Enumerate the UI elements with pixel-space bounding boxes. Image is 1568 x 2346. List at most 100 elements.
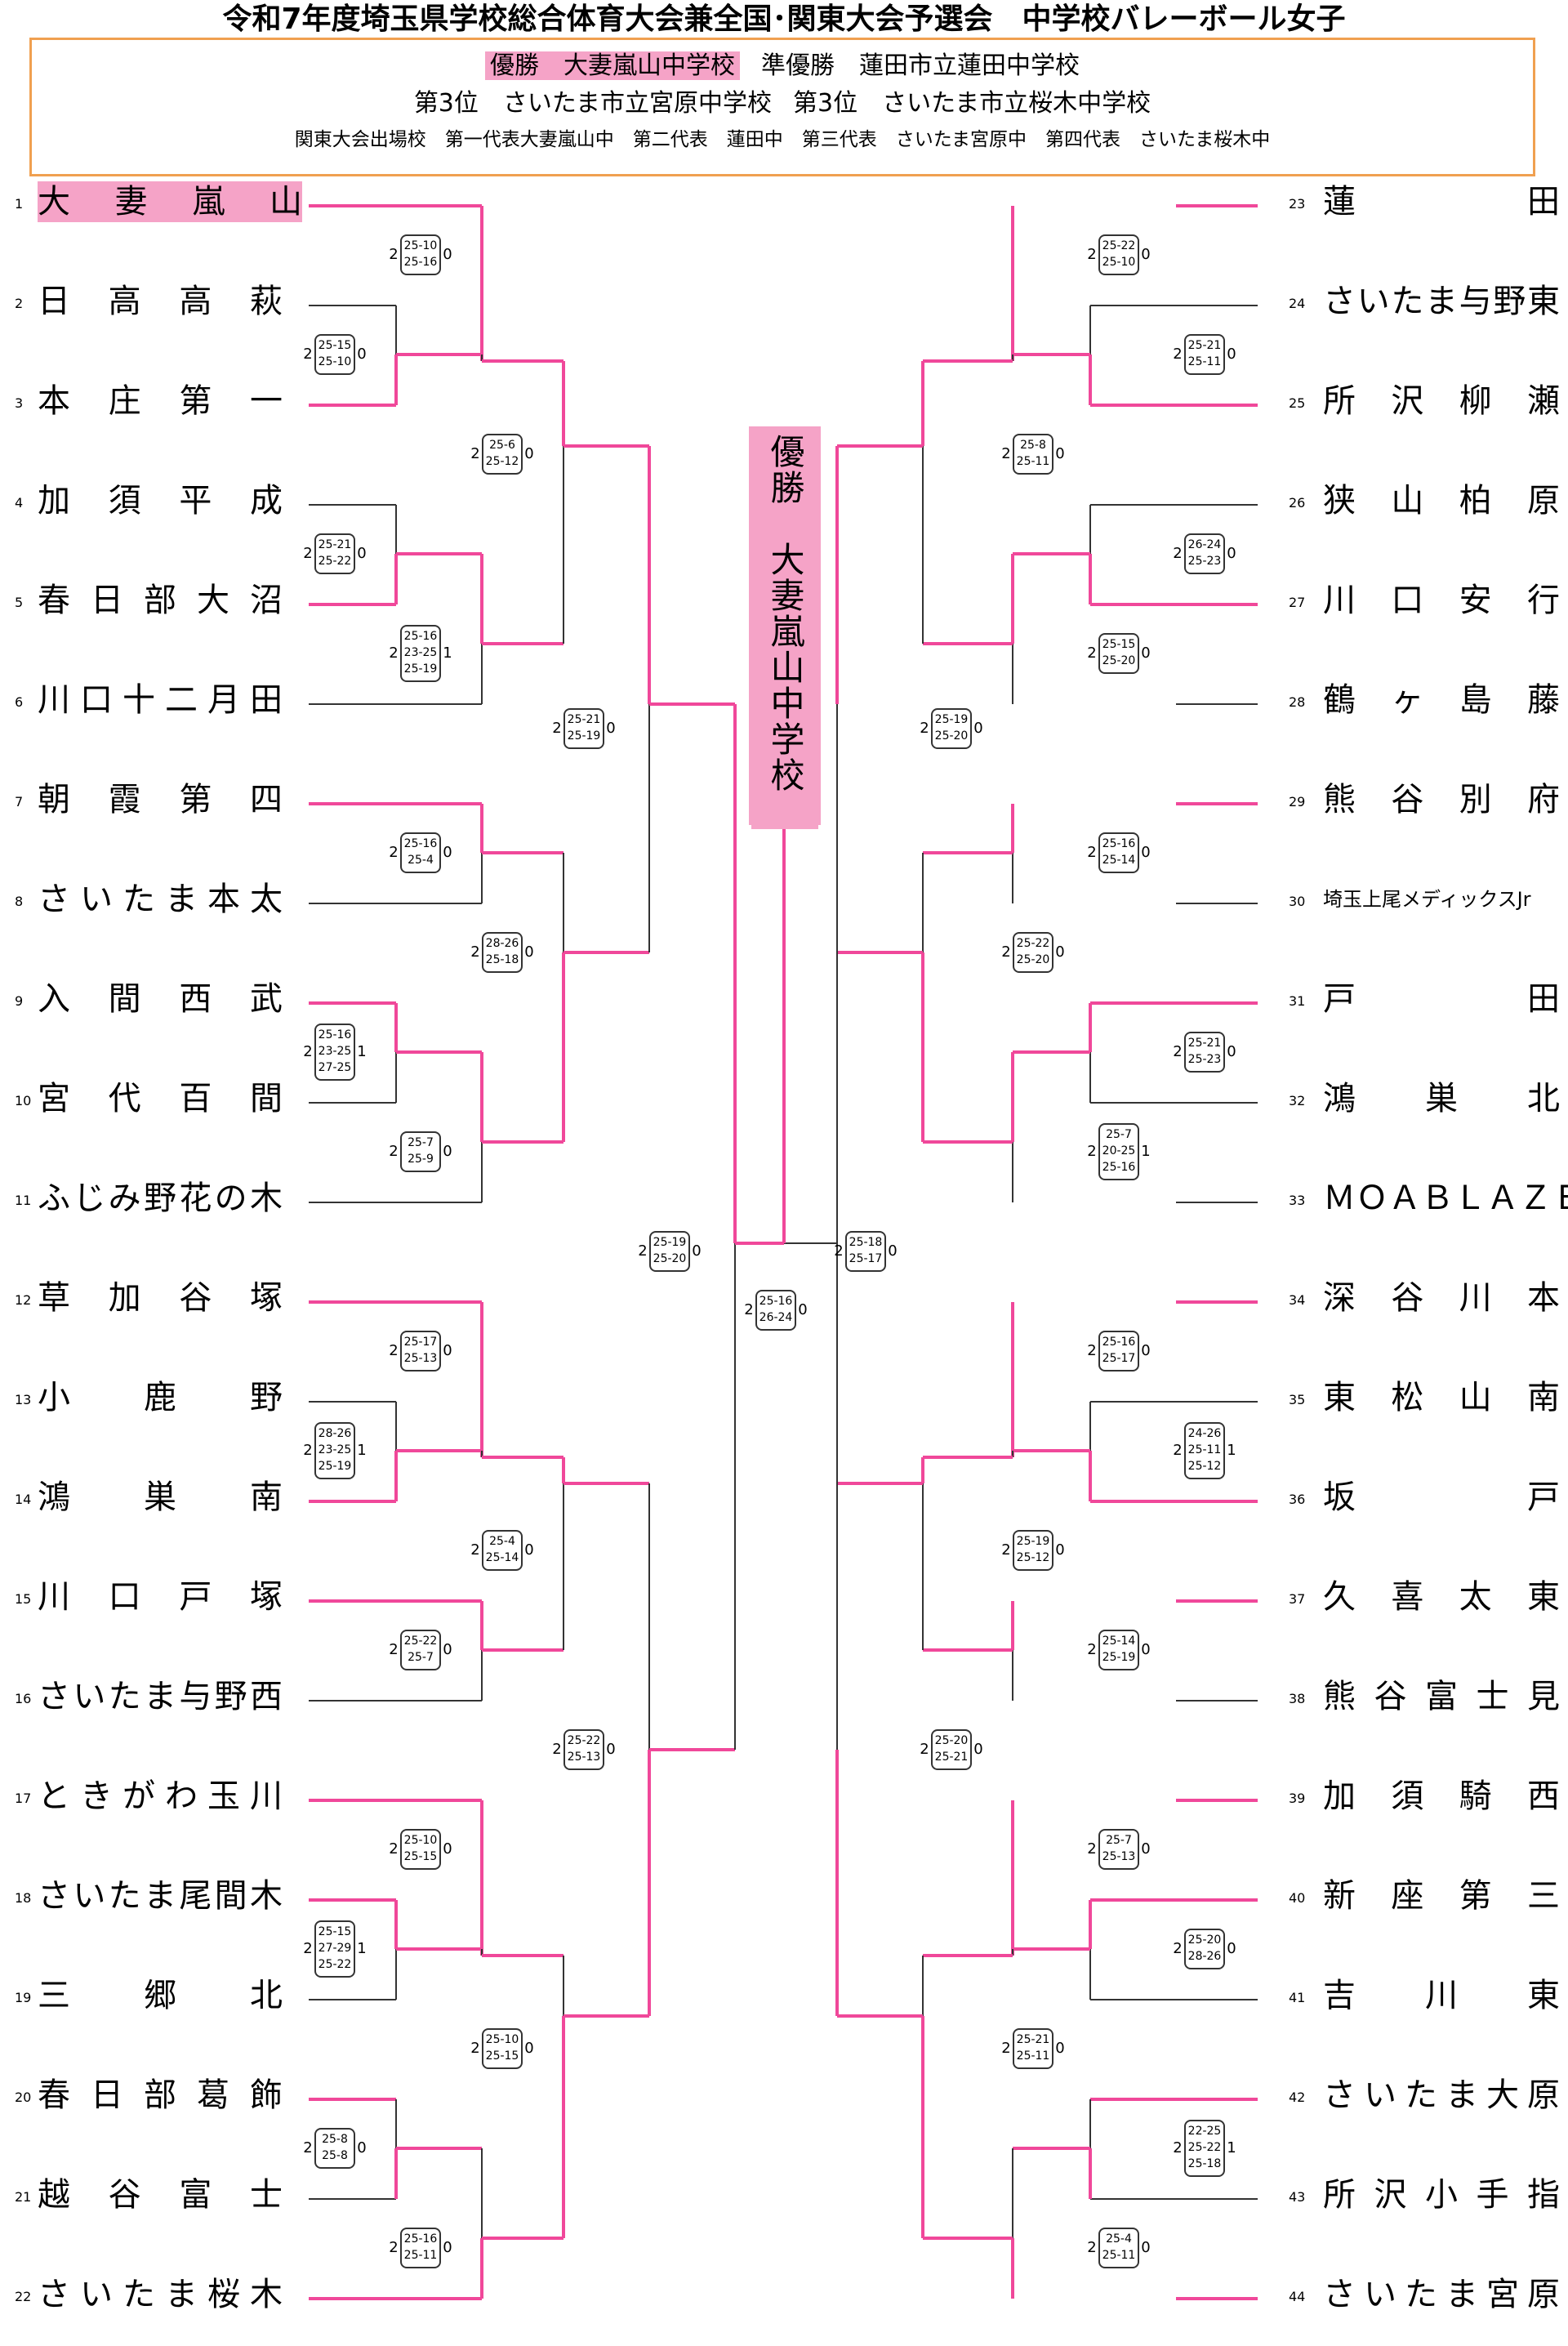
- team-name: 川口十二月田: [38, 681, 283, 719]
- team-name: 朝霞第四: [38, 781, 283, 818]
- set-score: 25-10: [318, 355, 352, 368]
- set-score: 25-7: [408, 1136, 434, 1149]
- set-score: 25-19: [318, 1460, 352, 1473]
- sets-won-right: 0: [443, 844, 452, 861]
- sets-won-left: 2: [638, 1242, 648, 1260]
- set-score: 25-16: [318, 1028, 352, 1041]
- set-score: 25-20: [1187, 1933, 1222, 1947]
- sets-won-right: 0: [524, 2040, 534, 2057]
- sets-won-right: 0: [443, 1342, 452, 1359]
- team-name: さいたま本太: [38, 881, 283, 918]
- results-summary-box: 優勝 大妻嵐山中学校準優勝 蓮田市立蓮田中学校 第3位 さいたま市立宮原中学校第…: [29, 38, 1535, 176]
- third-place-a: 第3位 さいたま市立宮原中学校: [413, 89, 772, 118]
- team-name: 蓮田: [1323, 183, 1560, 221]
- team-number: 38: [1289, 1691, 1306, 1706]
- set-score: 25-6: [489, 439, 515, 452]
- set-score: 25-21: [318, 538, 352, 551]
- score-box: 25-7 25-13: [1098, 1829, 1139, 1870]
- set-score: 25-21: [1187, 339, 1222, 352]
- team-number: 34: [1289, 1292, 1306, 1308]
- sets-won-left: 2: [389, 1840, 399, 1858]
- team-number: 20: [15, 2090, 32, 2105]
- sets-won-left: 2: [1087, 246, 1097, 263]
- team-number: 33: [1289, 1193, 1306, 1208]
- set-score: 25-23: [1187, 1053, 1222, 1066]
- team-number: 1: [15, 196, 24, 212]
- team-number: 24: [1289, 296, 1306, 311]
- team-name: 草加谷塚: [38, 1279, 283, 1317]
- sets-won-left: 2: [1001, 2040, 1011, 2057]
- team-number: 26: [1289, 495, 1306, 511]
- sets-won-left: 2: [389, 844, 399, 861]
- champion-label: 優勝 大妻嵐山中学校: [765, 434, 805, 793]
- sets-won-left: 2: [1087, 644, 1097, 662]
- sets-won-left: 2: [1001, 445, 1011, 462]
- team-number: 4: [15, 495, 24, 511]
- team-name: 熊谷富士見: [1323, 1678, 1560, 1715]
- team-name: 熊谷別府: [1323, 781, 1560, 818]
- set-score: 25-16: [1102, 1336, 1136, 1349]
- set-score: 25-20: [1016, 953, 1050, 966]
- sets-won-right: 1: [357, 1940, 367, 1957]
- sets-won-left: 2: [303, 1940, 313, 1957]
- sets-won-left: 2: [552, 720, 562, 737]
- team-number: 13: [15, 1392, 32, 1407]
- set-score: 25-11: [1102, 2249, 1136, 2262]
- team-name: 埼玉上尾メディックスJr: [1323, 888, 1531, 911]
- sets-won-right: 0: [1227, 545, 1236, 562]
- team-name: 鴻巣北: [1323, 1080, 1560, 1117]
- team-number: 9: [15, 993, 24, 1009]
- set-score: 25-15: [318, 1925, 352, 1938]
- team-number: 12: [15, 1292, 32, 1308]
- set-score: 25-16: [1102, 837, 1136, 850]
- sets-won-right: 0: [606, 720, 616, 737]
- set-score: 25-21: [934, 1751, 969, 1764]
- sets-won-right: 0: [1141, 246, 1151, 263]
- set-score: 24-26: [1187, 1427, 1222, 1440]
- sets-won-right: 1: [357, 1442, 367, 1459]
- set-score: 25-7: [1106, 1834, 1132, 1847]
- team-number: 39: [1289, 1791, 1306, 1806]
- set-score: 25-16: [403, 837, 438, 850]
- set-score: 25-20: [653, 1252, 687, 1265]
- team-name: ときがわ玉川: [38, 1777, 283, 1815]
- sets-won-left: 2: [1001, 1541, 1011, 1559]
- team-number: 7: [15, 794, 24, 810]
- team-name: 大妻嵐山: [38, 181, 302, 222]
- sets-won-right: 0: [443, 246, 452, 263]
- sets-won-right: 0: [1055, 943, 1065, 961]
- set-score: 25-18: [1187, 2157, 1222, 2170]
- team-number: 11: [15, 1193, 32, 1208]
- team-name: さいたま宮原: [1323, 2276, 1560, 2313]
- team-number: 6: [15, 694, 24, 710]
- set-score: 25-12: [485, 455, 519, 468]
- sets-won-right: 0: [1141, 1342, 1151, 1359]
- set-score: 25-17: [403, 1336, 438, 1349]
- team-name: 坂戸: [1323, 1479, 1560, 1516]
- set-score: 25-13: [1102, 1850, 1136, 1863]
- set-score: 25-7: [1106, 1128, 1132, 1141]
- set-score: 25-9: [408, 1153, 434, 1166]
- team-name: ＭＯＡＢＬＡＺＥ: [1323, 1180, 1568, 1217]
- sets-won-right: 0: [973, 1741, 983, 1758]
- set-score: 25-19: [1016, 1535, 1050, 1548]
- team-name: ふじみ野花の木: [38, 1180, 283, 1217]
- set-score: 25-16: [403, 630, 438, 643]
- sets-won-left: 2: [552, 1741, 562, 1758]
- set-score: 25-19: [653, 1236, 687, 1249]
- sets-won-right: 0: [973, 720, 983, 737]
- team-number: 40: [1289, 1890, 1306, 1906]
